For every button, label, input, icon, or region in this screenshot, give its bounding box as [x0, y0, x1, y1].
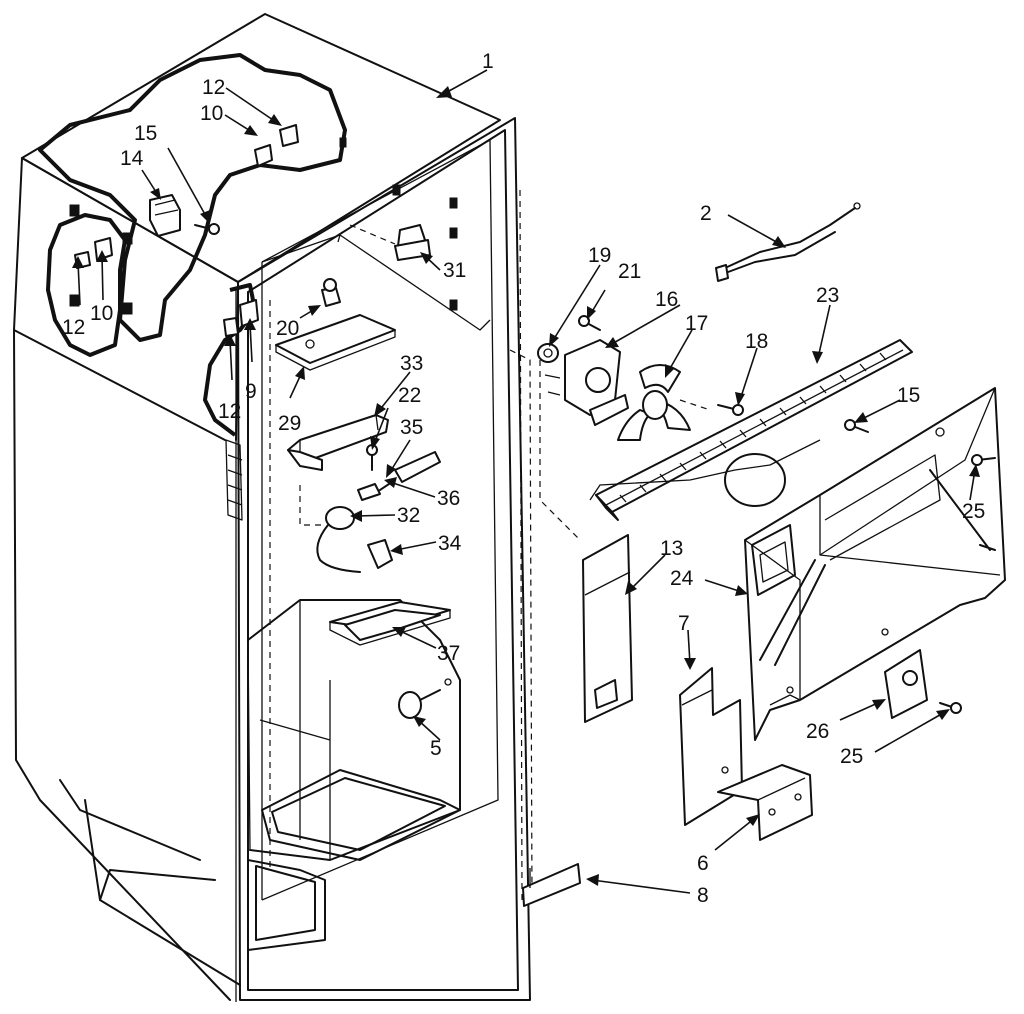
callout-12-left: 12: [62, 316, 85, 339]
callout-14: 14: [120, 147, 144, 170]
part-5-knob: [398, 678, 452, 719]
callout-7: 7: [678, 612, 690, 635]
callout-37: 37: [437, 642, 460, 665]
part-13-duct: [582, 534, 633, 723]
callout-24: 24: [670, 567, 694, 590]
callout-36: 36: [437, 487, 460, 510]
part-19-grommet: [537, 343, 559, 363]
leader-lines: [72, 69, 980, 894]
part-25-screw-upper: [971, 454, 996, 466]
callout-1: 1: [482, 50, 494, 73]
part-25-screw-lower: [939, 702, 962, 714]
part-16-fan-motor: [544, 339, 629, 426]
callout-12-top: 12: [202, 76, 225, 99]
callout-17: 17: [685, 312, 708, 335]
part-2-wire-harness: [715, 202, 861, 282]
part-26-plate: [884, 649, 928, 719]
callout-6: 6: [697, 852, 709, 875]
part-9-clip: [223, 299, 259, 337]
wiring-dash: [299, 485, 325, 526]
callout-5: 5: [430, 737, 442, 760]
callout-23: 23: [816, 284, 839, 307]
callout-35: 35: [400, 416, 423, 439]
callout-21: 21: [618, 260, 641, 283]
alignment-guide: [539, 360, 581, 541]
callout-13: 13: [660, 537, 683, 560]
refrigerator-cabinet: [13, 13, 501, 1001]
callout-10-left: 10: [90, 302, 113, 325]
callout-26: 26: [806, 720, 829, 743]
mounting-holes: [69, 137, 458, 315]
part-33-bracket: [287, 414, 389, 471]
callout-10-top: 10: [200, 102, 223, 125]
callout-32: 32: [397, 504, 420, 527]
callout-25-upper: 25: [962, 500, 985, 523]
alignment-guide: [679, 399, 711, 411]
part-35-bulb: [394, 451, 441, 483]
crisper-recess: [247, 599, 461, 951]
part-8-channel: [522, 863, 581, 907]
callout-22: 22: [398, 384, 421, 407]
callout-31: 31: [443, 259, 466, 282]
callout-34: 34: [438, 532, 462, 555]
callout-15-top: 15: [134, 122, 157, 145]
part-6-bracket: [717, 764, 813, 841]
part-17-fan-blade: [617, 364, 691, 441]
part-10-clip-top: [254, 124, 299, 167]
part-20-lamp-socket: [321, 278, 341, 307]
callout-18: 18: [745, 330, 768, 353]
callout-19: 19: [588, 244, 611, 267]
part-34-connector: [367, 539, 393, 569]
part-29-light-shield: [275, 314, 396, 371]
callout-2: 2: [700, 202, 712, 225]
part-18-screw: [717, 404, 744, 416]
part-37-tray: [329, 601, 451, 646]
callout-29: 29: [278, 412, 301, 435]
callout-labels: 1 2 5 6 7 8 9 10 10 12 12 12 13 14 15 15…: [62, 50, 985, 907]
part-21-screw: [578, 315, 601, 331]
part-7-baffle: [679, 667, 743, 826]
part-23-grille: [589, 339, 913, 521]
callout-33: 33: [400, 352, 423, 375]
part-15-screw-right: [844, 419, 869, 433]
part-14-relay: [149, 194, 181, 237]
wiring-harness-top: [38, 53, 347, 437]
callout-20: 20: [276, 317, 299, 340]
callout-9: 9: [245, 380, 257, 403]
callout-16: 16: [655, 288, 678, 311]
part-31-switch: [349, 224, 431, 261]
part-15-screw-top: [194, 223, 220, 235]
callout-15-right: 15: [897, 384, 920, 407]
callout-12-flange: 12: [218, 400, 241, 423]
part-32-thermostat: [316, 506, 361, 573]
part-24-rear-cover: [744, 387, 1006, 741]
callout-8: 8: [697, 884, 709, 907]
callout-25-lower: 25: [840, 745, 863, 768]
